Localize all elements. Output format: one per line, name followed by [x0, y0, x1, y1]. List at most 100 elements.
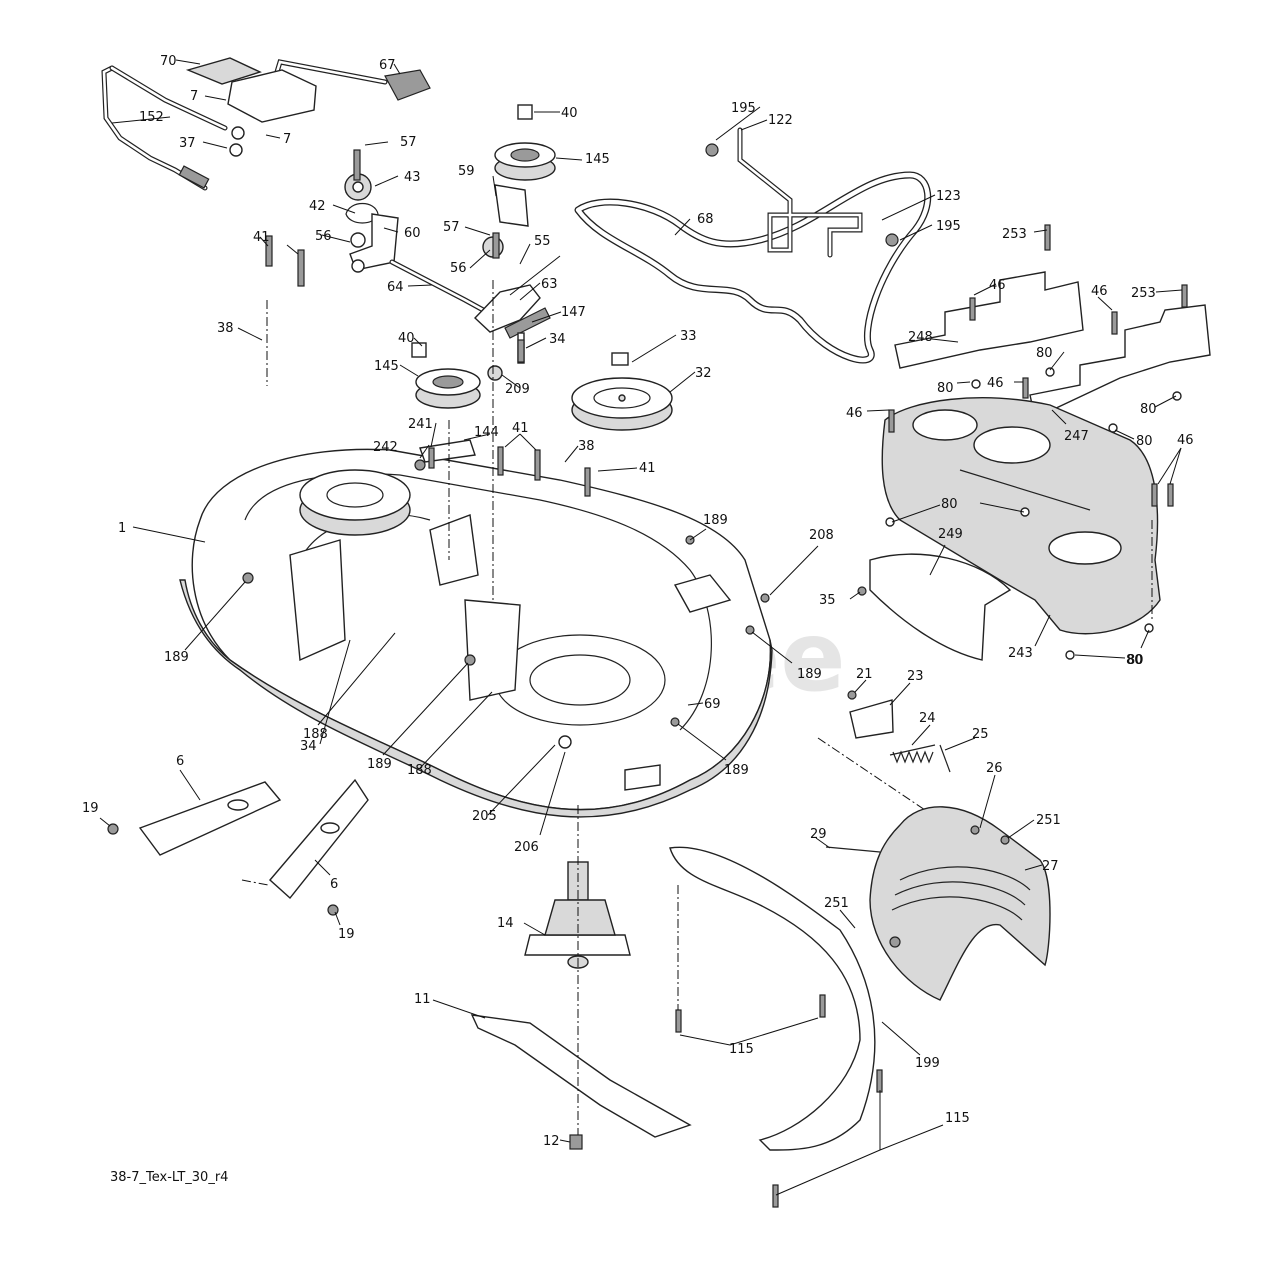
callout-label: 188	[407, 763, 432, 778]
callout-label: 32	[695, 366, 712, 381]
callout-label: 46	[1177, 433, 1194, 448]
callout-label: 25	[972, 727, 989, 742]
callout-label: 27	[1042, 859, 1059, 874]
callout-label: 57	[443, 220, 460, 235]
callout-label: 68	[697, 212, 714, 227]
callout-label: 19	[338, 927, 355, 942]
callout-label: 34	[300, 739, 317, 754]
callout-label: 145	[374, 359, 399, 374]
callout-label: 80	[941, 497, 958, 512]
callout-label: 55	[534, 234, 551, 249]
callout-label: 80	[1136, 434, 1153, 449]
callout-label: 41	[639, 461, 656, 476]
callout-label: 38	[578, 439, 595, 454]
callout-label: 147	[561, 305, 586, 320]
callout-label: 122	[768, 113, 793, 128]
blade-spindle	[524, 861, 631, 969]
callout-label: 23	[907, 669, 924, 684]
callout-label: 33	[680, 329, 697, 344]
callout-label: 243	[1008, 646, 1033, 661]
callout-label: 80	[1036, 346, 1053, 361]
callout-label: 249	[938, 527, 963, 542]
lift-link-upper	[138, 781, 282, 856]
callout-label: 46	[846, 406, 863, 421]
callout-label: 60	[404, 226, 421, 241]
callout-label: 35	[819, 593, 836, 608]
callout-label: 145	[585, 152, 610, 167]
callout-label: 152	[139, 110, 164, 125]
callout-label: 21	[856, 667, 873, 682]
callout-label: 7	[283, 132, 291, 147]
callout-label: 6	[176, 754, 184, 769]
belt-shield-upper	[894, 271, 1211, 420]
callout-label: 188	[303, 727, 328, 742]
callout-label: 56	[450, 261, 467, 276]
blade-pulley-32	[571, 352, 673, 431]
callout-label: 189	[724, 763, 749, 778]
callout-label: 195	[731, 101, 756, 116]
drive-belt	[574, 171, 932, 364]
callout-label: 251	[824, 896, 849, 911]
callout-label: 46	[1091, 284, 1108, 299]
belt-keeper-rod	[705, 127, 899, 258]
callout-label: 59	[458, 164, 475, 179]
callout-label: 241	[408, 417, 433, 432]
discharge-chute	[825, 806, 1051, 1001]
callout-label: 1	[118, 521, 126, 536]
callout-label: 195	[936, 219, 961, 234]
mower-deck-housing	[179, 439, 773, 818]
callout-label: 205	[472, 809, 497, 824]
callout-leaders	[99, 59, 1183, 1196]
callout-label: 6	[330, 877, 338, 892]
idler-pulley-upper	[494, 104, 556, 181]
callout-label: 69	[704, 697, 721, 712]
lift-link-lower	[269, 778, 369, 900]
blade-bolt	[569, 1134, 583, 1150]
callout-label: 123	[936, 189, 961, 204]
callout-label: 206	[514, 840, 539, 855]
callout-label: 40	[561, 106, 578, 121]
callout-label: 253	[1002, 227, 1027, 242]
callout-label: 80	[1126, 653, 1143, 668]
callout-label: 63	[541, 277, 558, 292]
callout-label: 19	[82, 801, 99, 816]
callout-label: 189	[797, 667, 822, 682]
callout-label: 208	[809, 528, 834, 543]
idler-pulley-lower	[411, 342, 481, 409]
lift-lever-assembly	[101, 57, 431, 191]
callout-label: 12	[543, 1134, 560, 1149]
callout-labels: 1 6 6 7 7 11 12 14 19 19 21 23 24 25 26 …	[82, 54, 1194, 1149]
callout-label: 189	[367, 757, 392, 772]
callout-label: 189	[703, 513, 728, 528]
callout-label: 144	[474, 425, 499, 440]
callout-label: 248	[908, 330, 933, 345]
callout-label: 80	[937, 381, 954, 396]
drawing-caption: 38-7_Tex-LT_30_r4	[110, 1170, 228, 1185]
callout-label: 46	[987, 376, 1004, 391]
callout-label: 64	[387, 280, 404, 295]
fasteners	[107, 149, 1188, 1208]
callout-label: 29	[810, 827, 827, 842]
callout-label: 253	[1131, 286, 1156, 301]
callout-label: 7	[190, 89, 198, 104]
callout-label: 67	[379, 58, 396, 73]
callout-label: 57	[400, 135, 417, 150]
callout-label: 41	[253, 230, 270, 245]
callout-label: 115	[945, 1111, 970, 1126]
callout-label: 189	[164, 650, 189, 665]
side-skirt	[669, 846, 876, 1151]
callout-label: 40	[398, 331, 415, 346]
assembly-center-lines	[241, 280, 1153, 1135]
callout-label: 242	[373, 440, 398, 455]
callout-label: 46	[989, 278, 1006, 293]
callout-label: 38	[217, 321, 234, 336]
callout-label: 26	[986, 761, 1003, 776]
chute-bracket	[817, 699, 951, 813]
callout-label: 80	[1127, 653, 1144, 668]
callout-label: 42	[309, 199, 326, 214]
callout-label: 34	[549, 332, 566, 347]
callout-label: 115	[729, 1042, 754, 1057]
deflector-shield-249	[869, 553, 1012, 661]
callout-label: 14	[497, 916, 514, 931]
